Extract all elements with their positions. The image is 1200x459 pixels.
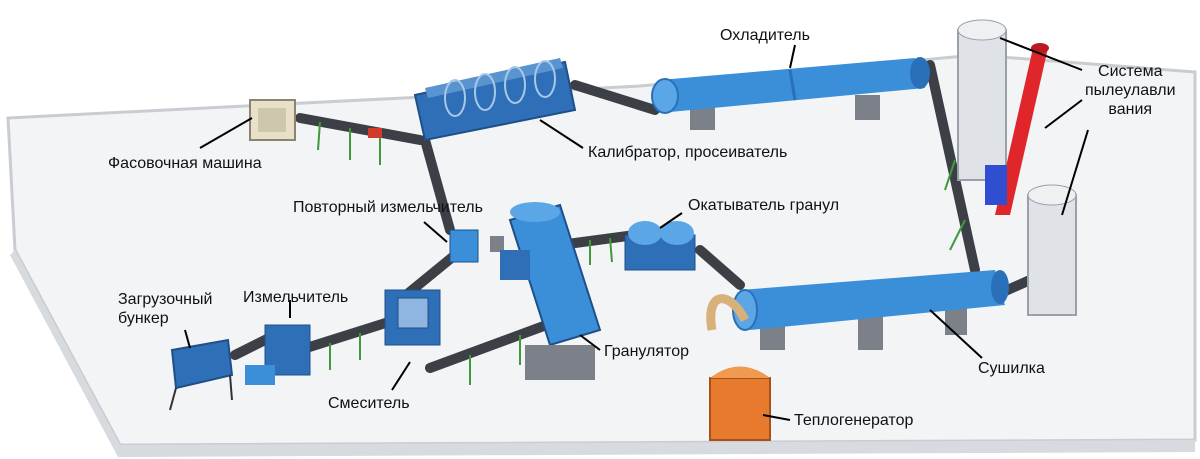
label-packing-machine: Фасовочная машина (108, 155, 262, 172)
cooler-drum-illustration (651, 57, 930, 130)
label-loading-hopper: Загрузочный бункер (118, 291, 213, 327)
heat-generator-illustration (706, 294, 771, 441)
label-crusher: Измельчитель (243, 289, 349, 306)
calibrator-illustration (368, 58, 577, 142)
label-dryer: Сушилка (978, 360, 1045, 377)
dust-collection-illustration (957, 19, 1077, 316)
re-crusher-illustration (449, 229, 504, 263)
crusher-illustration (245, 324, 311, 385)
label-cooler: Охладитель (720, 27, 810, 44)
label-heat-generator: Теплогенератор (794, 412, 914, 429)
pellet-roller-illustration (624, 221, 696, 271)
label-calibrator: Калибратор, просеиватель (588, 144, 788, 161)
dryer-drum-illustration (732, 270, 1009, 350)
label-granulator: Гранулятор (604, 343, 689, 360)
leader-lines (184, 37, 1089, 421)
conveyor-supports (317, 121, 966, 385)
packing-machine-illustration (249, 99, 296, 141)
mixer-illustration (384, 289, 441, 346)
granulator-illustration (500, 202, 602, 380)
label-mixer: Смеситель (328, 395, 410, 412)
label-dust-system: Система пылеулавли вания (1085, 63, 1176, 118)
label-pellet-roller: Окатыватель гранул (688, 197, 840, 214)
label-re-crusher: Повторный измельчитель (293, 199, 483, 216)
loading-hopper-illustration (169, 338, 234, 411)
